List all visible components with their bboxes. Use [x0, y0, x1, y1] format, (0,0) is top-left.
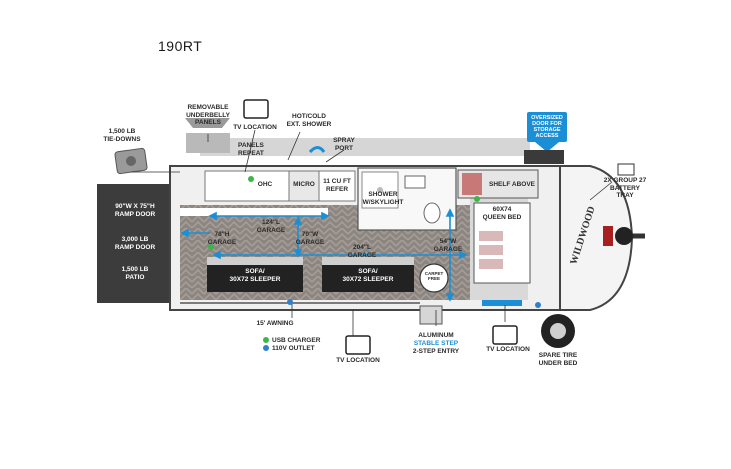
- label-stable-step: STABLE STEP: [413, 340, 459, 347]
- dimension-arrows: [180, 208, 468, 302]
- underbelly-panel: [186, 133, 230, 153]
- hitch-jack: [615, 227, 633, 245]
- label-sofa-2: SOFA/ 30x72 SLEEPER: [342, 268, 394, 283]
- label-ramp-door-size: 90"W x 75"H RAMP DOOR: [114, 203, 156, 218]
- label-patio: 1,500 LB PATIO: [121, 266, 149, 281]
- ramp-door: [97, 184, 173, 303]
- label-ohc: OHC: [257, 181, 273, 188]
- front-door-frame: [524, 150, 564, 164]
- sofa-1-cushion: [207, 257, 303, 265]
- bed-stripe-3: [479, 259, 503, 269]
- sofa-sleeper-1: [207, 264, 303, 292]
- label-spray-port: SPRAY PORT: [333, 137, 355, 152]
- label-hot-cold-shower: HOT/COLD EXT. SHOWER: [286, 113, 332, 128]
- label-sofa-1: SOFA/ 30x72 SLEEPER: [229, 268, 281, 283]
- label-garage-70w: 70"W GARAGE: [295, 231, 325, 246]
- label-aluminum: ALUMINUM: [418, 332, 454, 339]
- label-queen-bed: 60X74 QUEEN BED: [482, 206, 522, 221]
- carpet-free-badge: [419, 263, 449, 293]
- tie-down-ring: [126, 156, 136, 166]
- tv-icon-right: [492, 325, 518, 345]
- label-garage-78h: 78"H GARAGE: [207, 231, 237, 246]
- entry-step-icon: [419, 305, 443, 325]
- ext-shower-icon: [308, 146, 326, 154]
- tv-icon-bottom: [345, 335, 371, 355]
- queen-bed: [473, 202, 531, 284]
- outlet-dot-2: [535, 302, 541, 308]
- sofa-sleeper-2: [322, 264, 414, 292]
- label-panels-repeat: PANELS REPEAT: [238, 142, 264, 157]
- bed-stripe-1: [479, 231, 503, 241]
- oversized-door-callout: [527, 112, 567, 142]
- model-name: 190RT: [158, 38, 203, 54]
- label-spare-tire: SPARE TIRE UNDER BED: [538, 352, 578, 367]
- label-tv-location-right: TV LOCATION: [486, 346, 530, 353]
- bed-stripe-2: [479, 245, 503, 255]
- galley-counter: [204, 170, 290, 202]
- oversized-door-arrow: [535, 142, 559, 152]
- outlet-dot-1: [287, 299, 293, 305]
- label-battery-tray: 2X GROUP 27 BATTERY TRAY: [603, 177, 647, 199]
- battery-icon: [617, 163, 635, 176]
- label-refer: 11 CU FT REFER: [323, 178, 351, 193]
- legend-outlet-dot: [263, 345, 269, 351]
- label-shelf-above: SHELF ABOVE: [489, 181, 535, 188]
- hitch-light: [603, 226, 613, 246]
- leader-lines: [131, 129, 613, 336]
- label-awning: 15' AWNING: [256, 320, 294, 327]
- usb-dot-2: [208, 244, 214, 250]
- refer-box: [318, 170, 356, 202]
- spare-tire-hub: [550, 323, 566, 339]
- label-garage-54w: 54"W GARAGE: [433, 238, 463, 253]
- label-garage-124: 124"L GARAGE: [256, 219, 286, 234]
- usb-dot-3: [474, 196, 480, 202]
- fold-down-top: [180, 208, 328, 216]
- label-2-step-entry: 2-STEP ENTRY: [412, 348, 460, 355]
- sofa-2-cushion: [322, 257, 414, 265]
- entry-door-swing: [482, 300, 522, 306]
- label-tie-downs: 1,500 LB TIE-DOWNS: [103, 128, 141, 143]
- toilet: [423, 202, 441, 224]
- label-shower: SHOWER w/SKYLIGHT: [362, 191, 404, 206]
- label-ramp-door-weight: 3,000 LB RAMP DOOR: [114, 236, 156, 251]
- label-oversized-door: OVERSIZED DOOR FOR STORAGE ACCESS: [531, 115, 563, 139]
- removable-panel-icon: [185, 118, 230, 128]
- roof-strip: [200, 138, 530, 156]
- label-110v-outlet: 110V OUTLET: [272, 345, 315, 352]
- shower-drain: [377, 187, 383, 193]
- label-micro: MICRO: [293, 181, 315, 188]
- label-tv-location-top: TV LOCATION: [233, 124, 277, 131]
- usb-dot-1: [248, 176, 254, 182]
- bath-sink: [404, 175, 426, 189]
- tv-icon-top: [243, 99, 269, 119]
- legend-usb-dot: [263, 337, 269, 343]
- label-usb-charger: USB CHARGER: [272, 337, 321, 344]
- label-removable-panels: REMOVABLE UNDERBELLY PANELS: [186, 104, 230, 126]
- label-carpet-free: CARPET FREE: [424, 271, 444, 281]
- label-garage-204: 204"L GARAGE: [347, 244, 377, 259]
- label-tv-location-bottom: TV LOCATION: [336, 357, 380, 364]
- closet-clothes: [462, 173, 482, 195]
